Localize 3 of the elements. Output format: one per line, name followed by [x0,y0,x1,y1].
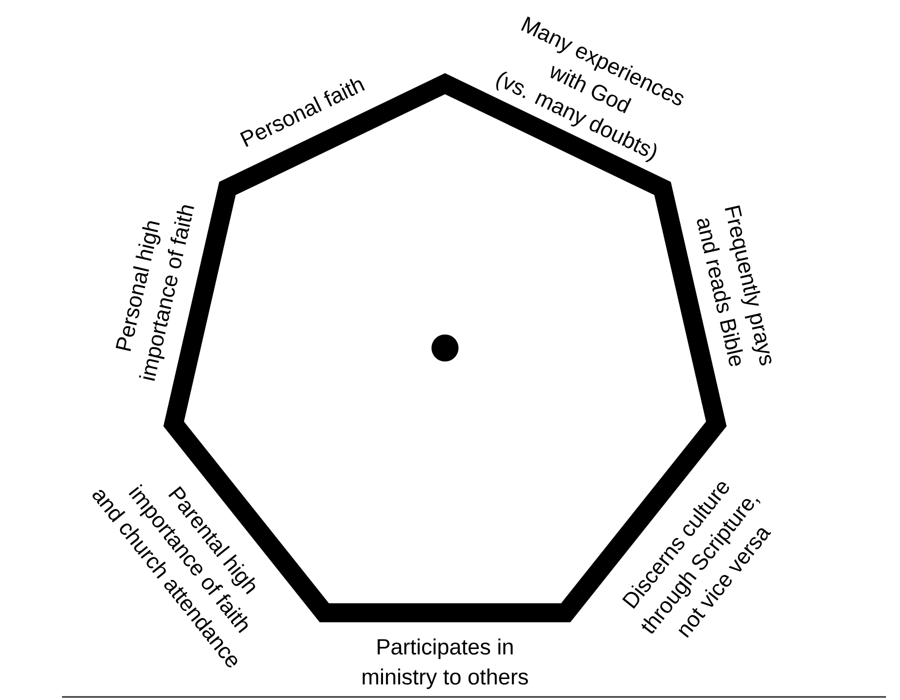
center-dot [432,334,458,362]
side-label: Frequently prays and reads Bible [697,205,772,366]
side-label: Participates in ministry to others [362,638,528,689]
